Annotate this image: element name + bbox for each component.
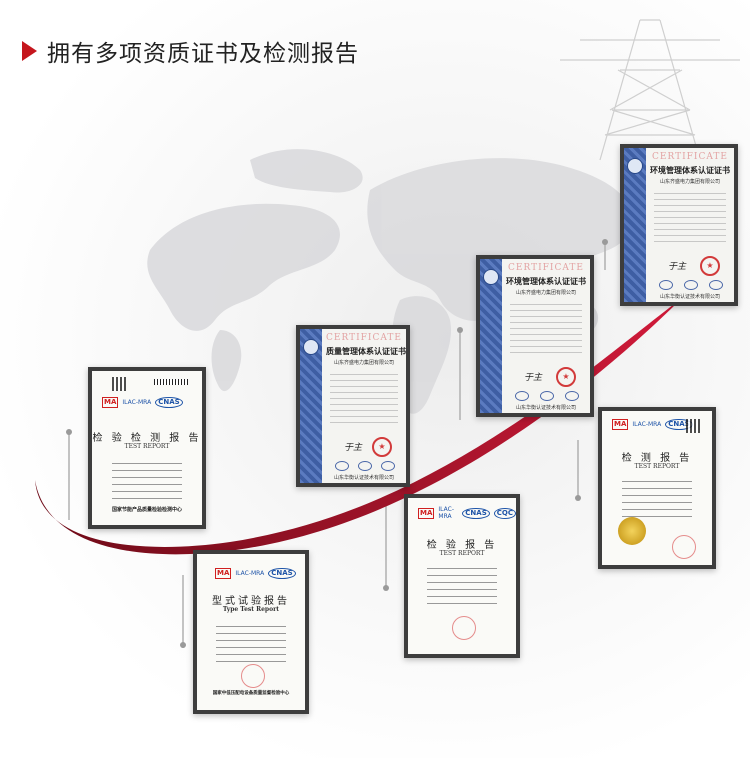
timeline-stems — [68, 242, 606, 648]
certificate-text-lines — [510, 299, 582, 354]
certificate-issuer: 山东华衡认证技术有限公司 — [659, 294, 720, 300]
signature-mark: 于主 — [524, 373, 543, 383]
certificate-issuer: 山东华衡认证技术有限公司 — [333, 475, 394, 481]
report-inspection-testing: MA ILAC-MRA CNAS 检 验 检 测 报 告 TEST REPORT… — [88, 367, 206, 529]
certificate-quality: CERTIFICATE 质量管理体系认证证书 山东齐盛电力集团有限公司 于主 ★… — [296, 325, 410, 487]
barcode-icon — [154, 379, 188, 385]
red-seal-icon: ★ — [556, 367, 576, 387]
certificate-environment-2: CERTIFICATE 环境管理体系认证证书 山东齐盛电力集团有限公司 于主 ★… — [620, 144, 738, 306]
qr-code-icon — [112, 377, 126, 391]
report-subtitle: Type Test Report — [222, 606, 280, 613]
certificate-logo-row — [330, 461, 400, 471]
red-seal-icon — [672, 535, 696, 559]
certificate-title: 环境管理体系认证证书 — [506, 277, 586, 286]
timeline-dots — [66, 239, 608, 648]
report-institution: 国家节能产品质量检验检测中心 — [111, 507, 182, 513]
accreditation-logo-icon — [515, 391, 530, 401]
certificate-company: 山东齐盛电力集团有限公司 — [515, 290, 576, 296]
report-testing: MA ILAC-MRA CNAS 检 测 报 告 TEST REPORT — [598, 407, 716, 569]
gold-seal-icon — [618, 517, 646, 545]
report-type-test: MA ILAC-MRA CNAS 型式试验报告 Type Test Report… — [193, 550, 309, 714]
certificate-company: 山东齐盛电力集团有限公司 — [659, 179, 720, 185]
qr-code-icon — [686, 419, 700, 433]
certificate-text-lines — [330, 369, 398, 424]
globe-icon — [483, 269, 499, 285]
certificate-word: CERTIFICATE — [508, 263, 584, 273]
certificate-logo-row — [654, 280, 728, 290]
ilac-logo-icon: ILAC-MRA — [122, 399, 152, 406]
accreditation-logo-icon — [334, 461, 349, 471]
report-logo-row: MA ILAC-MRA CNAS CQC — [418, 506, 516, 520]
certificate-company: 山东齐盛电力集团有限公司 — [333, 360, 394, 366]
cma-logo-icon: MA — [418, 507, 435, 519]
report-subtitle: TEST REPORT — [439, 550, 485, 557]
red-seal-icon: ★ — [700, 256, 720, 276]
cnas-logo-icon: CNAS — [268, 568, 296, 579]
ilac-logo-icon: ILAC-MRA — [632, 421, 662, 428]
report-logo-row: MA ILAC-MRA CNAS — [215, 568, 296, 579]
cqc-logo-icon: CQC — [493, 507, 516, 519]
certificate-logo-row — [510, 391, 584, 401]
report-logo-row: MA ILAC-MRA CNAS — [102, 397, 183, 408]
cnas-logo-icon: CNAS — [155, 397, 183, 408]
certificate-issuer: 山东华衡认证技术有限公司 — [515, 405, 576, 411]
certificate-text-lines — [654, 188, 726, 243]
report-field-lines — [216, 620, 286, 662]
report-title: 检 验 报 告 — [426, 540, 498, 551]
globe-icon — [303, 339, 319, 355]
cma-logo-icon: MA — [612, 419, 629, 430]
signature-mark: 于主 — [344, 443, 363, 453]
certificate-word: CERTIFICATE — [652, 152, 728, 162]
certificate-title: 质量管理体系认证证书 — [326, 347, 406, 356]
report-title: 型式试验报告 — [212, 596, 290, 607]
certificate-side-band — [624, 148, 646, 302]
section-heading: 拥有多项资质证书及检测报告 — [22, 34, 359, 68]
ilac-logo-icon: ILAC-MRA — [235, 570, 265, 577]
red-seal-icon — [241, 664, 265, 688]
report-subtitle: TEST REPORT — [124, 443, 170, 450]
cnas-logo-icon: CNAS — [462, 507, 490, 519]
cnas-logo-icon — [564, 391, 579, 401]
report-institution: 国家中低压配电设备质量监督检验中心 — [212, 691, 290, 696]
play-triangle-icon — [22, 41, 37, 61]
report-field-lines — [427, 562, 497, 604]
section-title: 拥有多项资质证书及检测报告 — [47, 41, 359, 67]
report-subtitle: TEST REPORT — [634, 463, 680, 470]
accreditation-logo-icon — [659, 280, 674, 290]
iaf-logo-icon — [357, 461, 372, 471]
ilac-logo-icon: ILAC-MRA — [438, 506, 454, 520]
report-inspection: MA ILAC-MRA CNAS CQC 检 验 报 告 TEST REPORT — [404, 494, 520, 658]
certificate-side-band — [300, 329, 322, 483]
certificate-environment-1: CERTIFICATE 环境管理体系认证证书 山东齐盛电力集团有限公司 于主 ★… — [476, 255, 594, 417]
report-title: 检 验 检 测 报 告 — [92, 433, 202, 444]
report-field-lines — [621, 475, 693, 517]
report-field-lines — [111, 457, 183, 499]
red-seal-icon: ★ — [372, 437, 392, 457]
signature-mark: 于主 — [668, 262, 687, 272]
red-seal-icon — [452, 616, 476, 640]
iaf-logo-icon — [683, 280, 698, 290]
cnas-logo-icon — [381, 461, 396, 471]
cma-logo-icon: MA — [102, 397, 119, 408]
report-title: 检 测 报 告 — [621, 453, 693, 464]
certificate-title: 环境管理体系认证证书 — [650, 166, 730, 175]
globe-icon — [627, 158, 643, 174]
power-tower-graphic — [560, 19, 740, 161]
iaf-logo-icon — [539, 391, 554, 401]
certificate-word: CERTIFICATE — [326, 333, 402, 343]
cma-logo-icon: MA — [215, 568, 232, 579]
certificate-side-band — [480, 259, 502, 413]
report-logo-row: MA ILAC-MRA CNAS — [612, 419, 693, 430]
cnas-logo-icon — [708, 280, 723, 290]
